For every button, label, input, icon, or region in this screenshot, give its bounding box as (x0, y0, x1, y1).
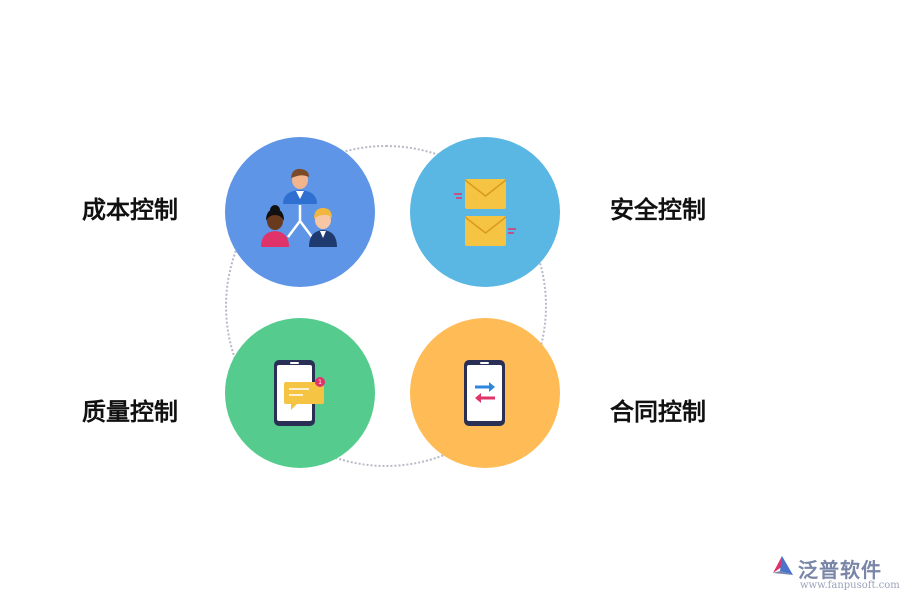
circle-contract-control (410, 318, 560, 468)
label-safety-control: 安全控制 (610, 196, 706, 224)
label-cost-control: 成本控制 (82, 196, 178, 224)
phone-transfer-icon (464, 360, 505, 426)
label-contract-control: 合同控制 (610, 398, 706, 426)
brand-url: www.fanpusoft.com (800, 580, 900, 591)
circle-cost-control (225, 137, 375, 287)
dotted-ring (225, 145, 547, 467)
fanpu-logo-icon (773, 556, 793, 575)
envelopes-icon (454, 179, 516, 246)
phone-message-icon: 1 (274, 360, 325, 426)
svg-text:1: 1 (318, 379, 322, 386)
people-hierarchy-icon (261, 168, 337, 247)
brand-watermark: 泛普软件 www.fanpusoft.com (770, 553, 900, 595)
label-quality-control: 质量控制 (82, 398, 178, 426)
circle-safety-control (410, 137, 560, 287)
brand-name: 泛普软件 (798, 558, 882, 582)
circle-quality-control: 1 (225, 318, 375, 468)
